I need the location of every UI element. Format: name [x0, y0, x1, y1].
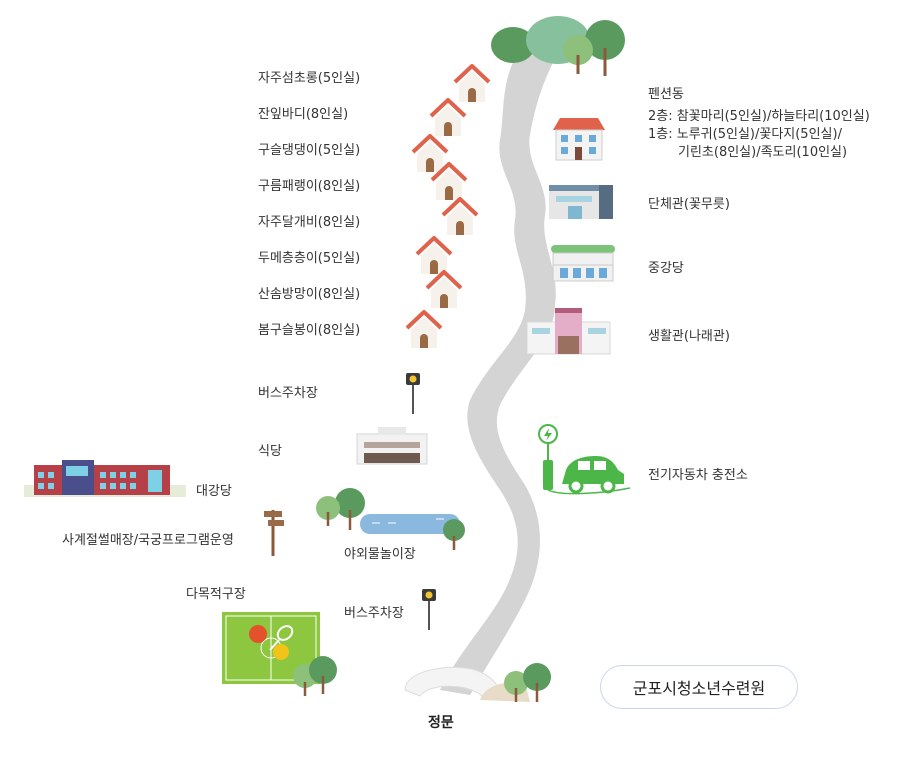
bus-stop-lower-label: 버스주차장 [344, 606, 404, 621]
training-hall-icon [549, 185, 613, 219]
cabin-house-icon [415, 236, 453, 274]
pension-name: 펜션동 [648, 87, 684, 102]
pension-floor1-rooms-line1: 노루귀(5인실)/꽃다지(5인실)/ [676, 127, 842, 142]
pension-floor2-rooms: 참꽃마리(5인실)/하늘타리(10인실) [676, 109, 870, 124]
cabin-house-icon [441, 197, 479, 235]
ev-charging-label: 전기자동차 충전소 [648, 468, 748, 483]
field-label: 다목적구장 [186, 587, 246, 602]
water-play-icon [316, 488, 465, 550]
cabin-house-icon [425, 270, 463, 308]
living-hall-label: 생활관(나래관) [648, 329, 730, 344]
bus-stop-upper-icon [406, 373, 420, 414]
pension-info: 펜션동 2층: 참꽃마리(5인실)/하늘타리(10인실) 1층: 노루귀(5인실… [648, 86, 870, 162]
cabin-label-1: 자주섬초롱(5인실) [258, 71, 361, 86]
water-play-label: 야외물놀이장 [344, 547, 416, 562]
main-gate-icon [404, 663, 551, 702]
signpost-icon [264, 510, 284, 556]
center-title-badge: 군포시청소년수련원 [600, 665, 798, 709]
main-road [440, 50, 560, 695]
cabin-house-icon [429, 98, 467, 136]
cafeteria-icon [356, 427, 428, 465]
cabin-label-3: 구슬댕댕이(5인실) [258, 143, 361, 158]
auditorium-icon [24, 460, 186, 497]
cabin-label-5: 자주달개비(8인실) [258, 215, 361, 230]
middle-hall-label: 중강당 [648, 261, 684, 276]
pension-building-icon [553, 118, 605, 161]
training-hall-label: 단체관(꽃무릇) [648, 197, 730, 212]
living-hall-icon [526, 308, 611, 355]
cabin-label-2: 잔잎바디(8인실) [258, 107, 349, 122]
cabin-house-icon [411, 134, 449, 172]
pension-floor2: 2층: 참꽃마리(5인실)/하늘타리(10인실) [648, 108, 870, 126]
main-gate-label: 정문 [428, 715, 454, 731]
program-area-label: 사계절썰매장/국궁프로그램운영 [62, 533, 234, 548]
cabin-icons [405, 64, 491, 348]
cabin-house-icon [405, 310, 443, 348]
pension-floor1: 1층: 노루귀(5인실)/꽃다지(5인실)/ [648, 126, 870, 144]
ev-charging-icon [538, 424, 631, 495]
cabin-label-8: 봄구슬봉이(8인실) [258, 323, 361, 338]
bus-stop-lower-icon [422, 589, 436, 630]
cabin-label-6: 두메층층이(5인실) [258, 251, 361, 266]
cafeteria-label: 식당 [258, 444, 282, 459]
cabin-house-icon [430, 162, 468, 200]
pension-floor2-label: 2층: [648, 109, 673, 124]
auditorium-label: 대강당 [196, 484, 232, 499]
pension-floor1-label: 1층: [648, 127, 673, 142]
cabin-label-7: 산솜방망이(8인실) [258, 287, 361, 302]
pension-floor1-rooms-line2: 기린초(8인실)/족도리(10인실) [678, 145, 848, 160]
bus-stop-upper-label: 버스주차장 [258, 386, 318, 401]
cabin-house-icon [453, 64, 491, 102]
cabin-label-4: 구름패랭이(8인실) [258, 179, 361, 194]
multipurpose-field-icon [222, 612, 337, 696]
middle-hall-icon [551, 245, 615, 282]
top-trees [491, 16, 625, 76]
